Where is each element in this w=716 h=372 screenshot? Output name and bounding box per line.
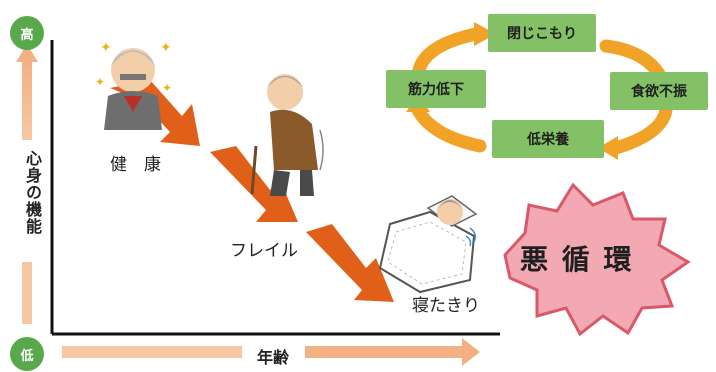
bedridden-person-icon bbox=[378, 195, 478, 294]
vicious-cycle-label: 悪 循 環 bbox=[520, 243, 634, 276]
cycle-box-appetite-loss: 食欲不振 bbox=[610, 72, 708, 110]
svg-text:✦: ✦ bbox=[100, 40, 112, 56]
svg-text:✦: ✦ bbox=[95, 75, 105, 89]
cycle-box-malnutrition: 低栄養 bbox=[492, 120, 604, 158]
x-axis-label: 年齢 bbox=[257, 348, 290, 367]
y-axis-label: 心身の機能 bbox=[23, 150, 42, 235]
axis-high-marker: 高 bbox=[10, 16, 44, 50]
stage-bedridden-label: 寝たきり bbox=[412, 296, 480, 316]
frail-person-icon bbox=[250, 74, 324, 196]
cycle-box-withdrawal: 閉じこもり bbox=[488, 14, 596, 52]
vertical-arrow-icon bbox=[16, 44, 38, 324]
stage-frail-label: フレイル bbox=[230, 241, 298, 261]
healthy-person-icon: ✦ ✦ ✦ ✦ bbox=[95, 40, 172, 130]
svg-text:✦: ✦ bbox=[162, 81, 172, 95]
vicious-cycle-burst bbox=[503, 182, 691, 337]
stage-healthy-label: 健 康 bbox=[110, 155, 161, 175]
decline-arrow-3-icon bbox=[306, 224, 394, 302]
axis-low-marker: 低 bbox=[10, 337, 44, 371]
horizontal-arrow-icon bbox=[62, 338, 480, 366]
cycle-box-muscle-weakness: 筋力低下 bbox=[386, 70, 486, 108]
svg-text:✦: ✦ bbox=[160, 40, 172, 56]
